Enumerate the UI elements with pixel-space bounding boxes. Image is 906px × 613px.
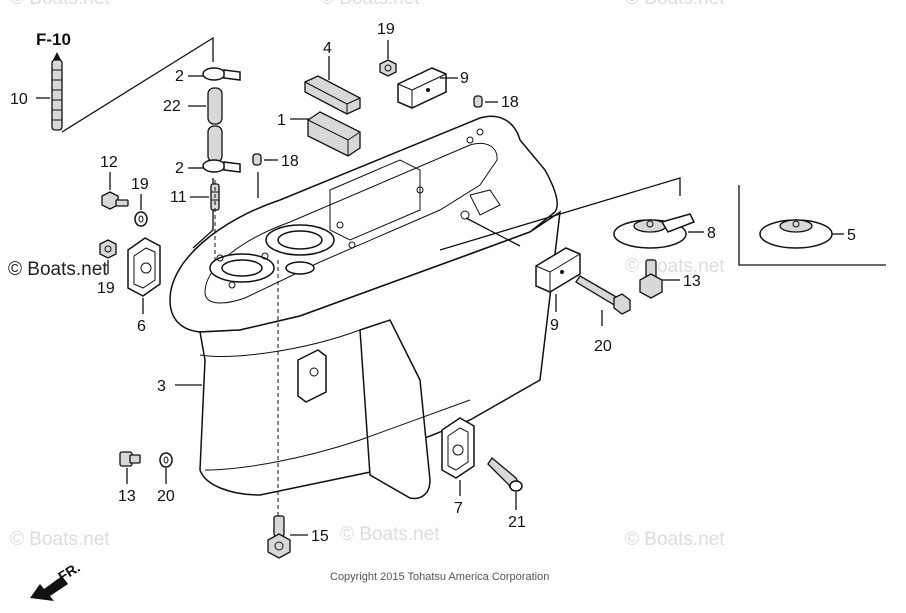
part-20-bolt: [575, 275, 631, 315]
part-label-20: 20: [594, 338, 612, 355]
watermark: © Boats.net: [10, 0, 110, 9]
part-label-21: 21: [508, 514, 526, 531]
part-19-washer-lower: [159, 452, 173, 468]
part-label-2: 2: [175, 68, 184, 85]
part-22-hose: [207, 87, 223, 163]
part-7-plate: [441, 417, 475, 479]
watermark: © Boats.net: [320, 0, 420, 9]
part-16-nut: [379, 59, 397, 77]
part-2-clamp-upper: [202, 67, 241, 81]
part-label-8: 8: [707, 225, 716, 242]
part-label-15: 15: [311, 528, 329, 545]
part-label-5: 5: [847, 227, 856, 244]
part-label-1: 1: [277, 112, 286, 129]
part-label-11: 11: [170, 189, 187, 206]
copyright-text: Copyright 2015 Tohatsu America Corporati…: [330, 571, 549, 583]
part-12-bolt: [101, 191, 129, 210]
part-label-19: 19: [131, 176, 149, 193]
part-label-12: 12: [100, 154, 118, 171]
part-1-anode-block: [307, 111, 361, 157]
part-2-clamp-lower: [202, 159, 241, 173]
part-19-washer: [134, 211, 148, 227]
part-label-9b: 9: [550, 317, 559, 334]
reference-label: F-10: [36, 30, 71, 49]
part-13-bolt: [639, 259, 663, 299]
part-21-screw: [487, 457, 523, 492]
watermark: © Boats.net: [10, 529, 110, 550]
part-4-anode: [304, 75, 361, 115]
part-5-anode: [759, 219, 833, 249]
part-label-9: 9: [460, 70, 469, 87]
part-label-10: 10: [10, 91, 28, 108]
part-label-7: 7: [454, 500, 463, 517]
part-label-13: 13: [683, 273, 701, 290]
part-label-4: 4: [323, 40, 332, 57]
part-label-3: 3: [157, 378, 166, 395]
part-label-19b: 20: [157, 488, 175, 505]
part-label-16: 19: [377, 21, 395, 38]
part-label-22: 22: [163, 98, 181, 115]
part-15-bolt: [267, 515, 291, 559]
gear-case: [169, 115, 561, 500]
part-9-block-upper: [397, 67, 447, 109]
part-label-14: 13: [118, 488, 136, 505]
part-18-pin: [252, 153, 262, 166]
part-10-nipple: [51, 52, 63, 131]
part-9-block-lower: [535, 247, 581, 293]
part-6-plate: [127, 237, 161, 297]
part-14-bolt: [119, 451, 141, 467]
watermark: © Boats.net: [625, 529, 725, 550]
part-8-trim-tab: [613, 213, 696, 249]
part-label-2b: 2: [175, 160, 184, 177]
part-18-pin-b: [473, 95, 483, 108]
watermark: © Boats.net: [340, 524, 440, 545]
watermark-dark: © Boats.net: [8, 259, 108, 280]
watermark: © Boats.net: [625, 256, 725, 277]
front-direction-arrow: FR.: [30, 559, 83, 601]
watermark: © Boats.net: [625, 0, 725, 9]
part-label-17: 19: [97, 280, 115, 297]
part-label-6: 6: [137, 318, 146, 335]
part-label-18: 18: [281, 153, 299, 170]
part-17-nut: [99, 239, 117, 259]
part-label-18b: 18: [501, 94, 519, 111]
